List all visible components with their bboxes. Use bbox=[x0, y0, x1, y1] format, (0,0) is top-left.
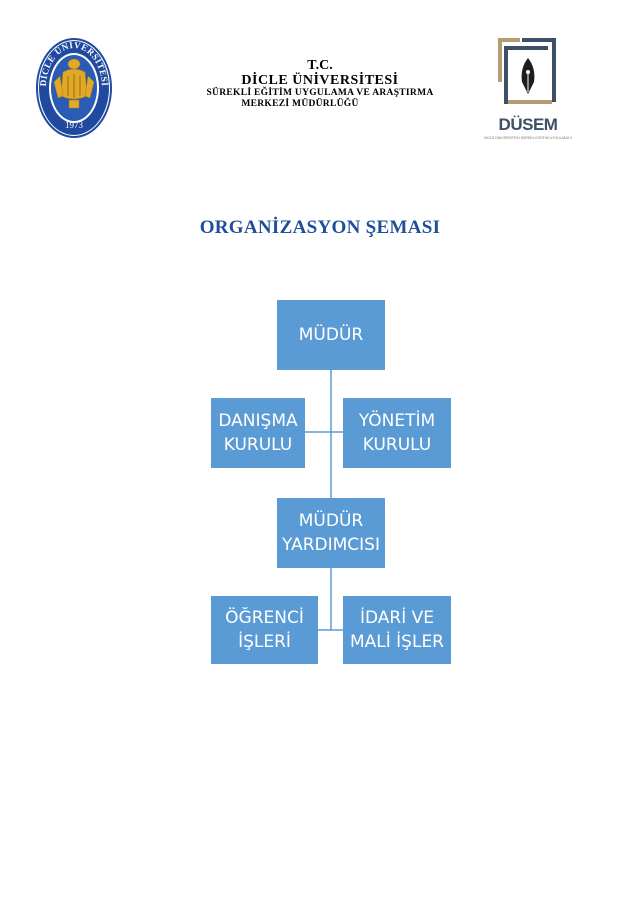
org-box-idari-mali-isler: İDARİ VE MALİ İŞLER bbox=[343, 596, 451, 664]
header-line-tc: T.C. bbox=[307, 58, 333, 73]
org-box-mudur: MÜDÜR bbox=[277, 300, 385, 370]
header-line-university: DİCLE ÜNİVERSİTESİ bbox=[241, 73, 399, 88]
org-box-ogrenci-isleri: ÖĞRENCİ İŞLERİ bbox=[211, 596, 318, 664]
header-line-directorate: MERKEZİ MÜDÜRLÜĞÜ bbox=[241, 99, 359, 109]
university-seal-logo: DİCLE ÜNİVERSİTESİ 1973 bbox=[36, 38, 112, 138]
institution-header: T.C. DİCLE ÜNİVERSİTESİ SÜREKLİ EĞİTİM U… bbox=[130, 58, 510, 110]
dusem-logo-tagline: DİCLE ÜNİVERSİTESİ SÜREKLİ EĞİTİM UYGULA… bbox=[484, 136, 572, 140]
org-box-mudur-yardimcisi: MÜDÜR YARDIMCISI bbox=[277, 498, 385, 568]
dusem-logo bbox=[498, 38, 556, 104]
seal-year: 1973 bbox=[65, 120, 84, 130]
header-line-center: SÜREKLİ EĞİTİM UYGULAMA VE ARAŞTIRMA bbox=[206, 88, 434, 98]
dusem-logo-wordmark: DÜSEM bbox=[498, 115, 558, 134]
org-box-danisma-kurulu: DANIŞMA KURULU bbox=[211, 398, 305, 468]
page-title: ORGANİZASYON ŞEMASI bbox=[199, 217, 441, 238]
org-box-yonetim-kurulu: YÖNETİM KURULU bbox=[343, 398, 451, 468]
